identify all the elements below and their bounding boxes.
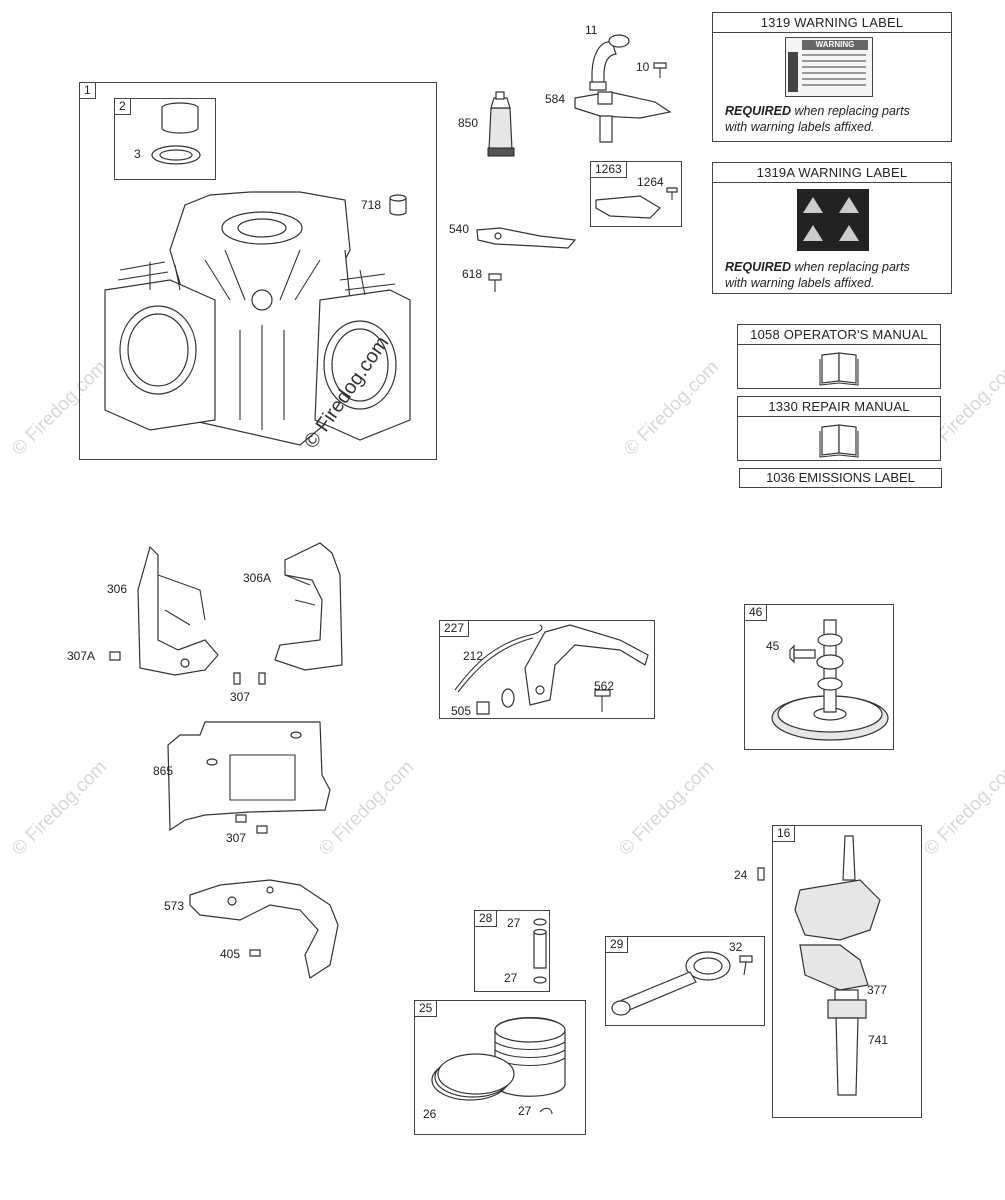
- label-618: 618: [462, 267, 483, 281]
- kit-46-box: 46: [744, 604, 894, 750]
- kit-25-tag: 25: [415, 1001, 438, 1017]
- repair-manual-box: 1330 REPAIR MANUAL: [737, 396, 941, 461]
- label-505: 505: [451, 704, 472, 718]
- kit-46-tag: 46: [745, 605, 768, 621]
- label-718: 718: [361, 198, 382, 212]
- kit-25-box: 25: [414, 1000, 586, 1135]
- label-24: 24: [734, 868, 748, 882]
- label-26: 26: [423, 1107, 437, 1121]
- label-405: 405: [220, 947, 241, 961]
- label-27-lower: 27: [518, 1104, 532, 1118]
- kit-2-box: 2: [114, 98, 216, 180]
- label-45: 45: [766, 639, 780, 653]
- label-307a: 307A: [67, 649, 96, 663]
- kit-227-tag: 227: [440, 621, 470, 637]
- label-212: 212: [463, 649, 484, 663]
- kit-1-box: 1: [79, 82, 437, 460]
- warning-sticker-heading: WARNING: [802, 40, 868, 50]
- kit-1263-box: 1263: [590, 161, 682, 227]
- repair-manual-title: 1330 REPAIR MANUAL: [738, 397, 940, 417]
- label-850: 850: [458, 116, 479, 130]
- warning-label-1319a-box: 1319A WARNING LABEL REQUIRED when replac…: [712, 162, 952, 294]
- warning-pictogram-icon: [797, 189, 869, 251]
- label-27-middle: 27: [504, 971, 518, 985]
- label-32: 32: [729, 940, 743, 954]
- manual-book-icon: [819, 424, 859, 458]
- label-540: 540: [449, 222, 470, 236]
- operators-manual-box: 1058 OPERATOR'S MANUAL: [737, 324, 941, 389]
- kit-16-tag: 16: [773, 826, 796, 842]
- label-573: 573: [164, 899, 185, 913]
- kit-28-box: 28: [474, 910, 550, 992]
- label-562: 562: [594, 679, 615, 693]
- label-3: 3: [134, 147, 141, 161]
- operators-manual-title: 1058 OPERATOR'S MANUAL: [738, 325, 940, 345]
- warning-label-1319-title: 1319 WARNING LABEL: [713, 13, 951, 33]
- kit-29-tag: 29: [606, 937, 629, 953]
- label-307-lower: 307: [226, 831, 247, 845]
- manual-book-icon: [819, 352, 859, 386]
- label-865: 865: [153, 764, 174, 778]
- label-1264: 1264: [637, 175, 664, 189]
- warning-label-1319a-title: 1319A WARNING LABEL: [713, 163, 951, 183]
- kit-2-tag: 2: [115, 99, 131, 115]
- label-11: 11: [585, 23, 598, 37]
- emissions-label-title: 1036 EMISSIONS LABEL: [766, 470, 915, 485]
- label-377: 377: [867, 983, 888, 997]
- label-307-upper: 307: [230, 690, 251, 704]
- kit-1-tag: 1: [80, 83, 96, 99]
- label-741: 741: [868, 1033, 889, 1047]
- kit-28-tag: 28: [475, 911, 498, 927]
- kit-1263-tag: 1263: [591, 162, 627, 178]
- warning-label-1319-box: 1319 WARNING LABEL WARNING REQUIRED when…: [712, 12, 952, 142]
- label-27-upper: 27: [507, 916, 521, 930]
- label-584: 584: [545, 92, 566, 106]
- label-10: 10: [636, 60, 650, 74]
- emissions-label-box: 1036 EMISSIONS LABEL: [739, 468, 942, 488]
- kit-16-box: 16: [772, 825, 922, 1118]
- kit-227-box: 227: [439, 620, 655, 719]
- label-306a: 306A: [243, 571, 272, 585]
- label-306: 306: [107, 582, 128, 596]
- kit-29-box: 29: [605, 936, 765, 1026]
- warning-sticker-icon: WARNING: [785, 37, 873, 97]
